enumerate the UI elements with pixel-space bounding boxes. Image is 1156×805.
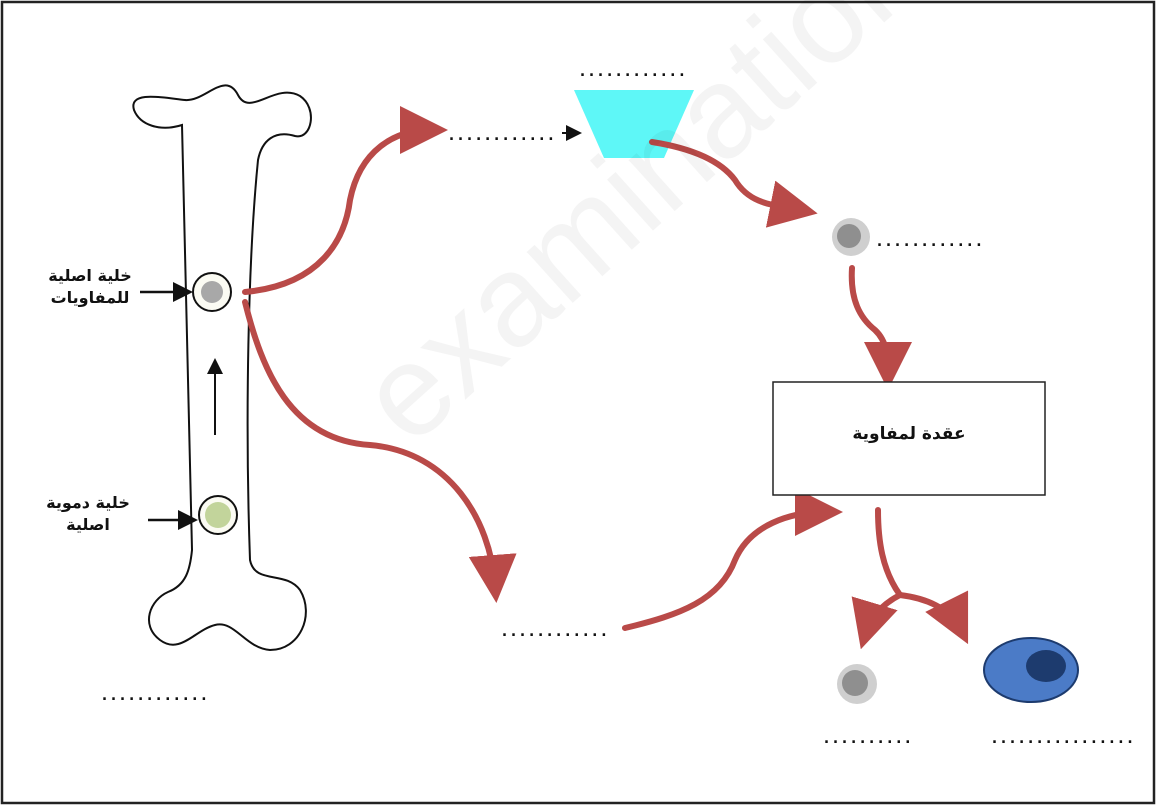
blank-lower-branch: ............: [500, 622, 609, 640]
arrow-thymus-to-cell: [649, 139, 818, 228]
arrow-node-to-plasma-cell: [897, 590, 969, 645]
blank-small-cell: ..........: [822, 729, 913, 747]
lymphoid-stem-cell: [192, 272, 232, 312]
lymphoid-stem-cell-label: خلية اصلية للمفاويات: [48, 266, 132, 307]
bone-outline: [132, 84, 312, 652]
blood-stem-cell-label: خلية دموية اصلية: [46, 493, 130, 534]
lymph-node-box: [772, 381, 1046, 496]
blank-cell-after-thymus: ............: [875, 232, 984, 250]
blank-upper-branch: ............: [447, 126, 556, 144]
thymus-trapezoid: [574, 90, 694, 158]
arrow-lower-to-node: [622, 488, 843, 631]
arrow-cell-to-node: [848, 265, 912, 390]
blank-bone-marrow: ............: [100, 686, 209, 704]
arrow-stem-to-upper: [242, 106, 448, 295]
arrow-stem-to-lower: [242, 299, 517, 603]
blank-thymus: ............: [578, 62, 687, 80]
plasma-cell: [983, 637, 1079, 703]
arrow-node-down: [875, 507, 903, 598]
blank-plasma-cell: ................: [990, 729, 1135, 747]
small-lymphocyte-cell: [837, 664, 877, 704]
cell-after-thymus: [832, 218, 870, 256]
blood-stem-cell: [198, 495, 238, 535]
arrow-node-to-small-cell: [851, 592, 903, 650]
lymph-node-label: عقدة لمفاوية: [852, 424, 966, 444]
